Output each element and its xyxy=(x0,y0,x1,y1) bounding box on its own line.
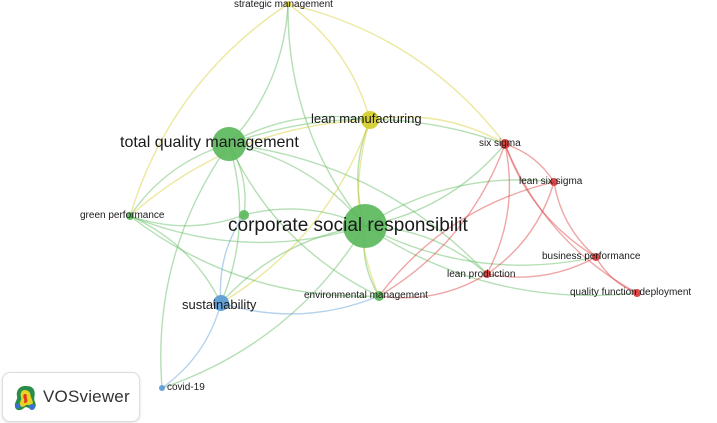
node-gp[interactable] xyxy=(126,212,134,220)
edge-sus-g2 xyxy=(219,214,245,304)
node-label-six-sigma[interactable]: six sigma xyxy=(479,138,521,149)
node-label-quality-function-deployment[interactable]: quality function deployment xyxy=(570,287,692,298)
node-label-sustainability[interactable]: sustainability xyxy=(182,297,257,312)
edge-lm-sm xyxy=(287,3,371,121)
edge-tqm-lm xyxy=(228,115,371,145)
edge-lss-bp xyxy=(553,181,597,258)
edge-csr-qfd xyxy=(364,225,638,297)
edge-ss-bp xyxy=(504,143,597,258)
node-sm[interactable] xyxy=(285,1,291,7)
edge-sm-gp xyxy=(129,3,289,217)
node-label-total-quality-management[interactable]: total quality management xyxy=(120,134,299,151)
edge-tqm-lp xyxy=(228,143,488,275)
edge-tqm-sm xyxy=(228,3,289,145)
edge-ss-lss xyxy=(504,143,555,183)
edge-csr-lss xyxy=(364,179,555,227)
edge-lm-ss xyxy=(369,116,506,145)
node-label-lean-six-sigma[interactable]: lean six sigma xyxy=(519,176,583,187)
edge-ss-lp xyxy=(486,143,511,275)
edge-tqm-sus xyxy=(220,143,241,304)
edge-lm-sus xyxy=(220,119,371,304)
edge-csr-gp xyxy=(129,215,366,244)
node-qfd[interactable] xyxy=(633,289,641,297)
node-label-corporate-social-responsibility[interactable]: corporate social responsibilit xyxy=(228,215,468,236)
edge-layer xyxy=(129,3,638,389)
edge-bp-qfd xyxy=(595,256,638,294)
node-label-business-performance[interactable]: business performance xyxy=(542,251,641,262)
edge-tqm-cov xyxy=(160,143,230,389)
edge-bp-lp xyxy=(486,256,597,278)
node-tqm[interactable] xyxy=(212,127,246,161)
edge-sus-em xyxy=(220,295,380,315)
edge-sm-ss xyxy=(287,3,506,145)
node-label-covid-19[interactable]: covid-19 xyxy=(167,382,205,393)
node-lss[interactable] xyxy=(550,178,558,186)
node-label-strategic-management[interactable]: strategic management xyxy=(234,0,333,10)
node-layer xyxy=(126,1,641,391)
node-label-environmental-management[interactable]: environmental management xyxy=(304,290,428,301)
node-label-lean-production[interactable]: lean production xyxy=(447,269,516,280)
vosviewer-logo-badge: VOSviewer xyxy=(2,372,140,422)
node-cov[interactable] xyxy=(159,385,165,391)
node-sus[interactable] xyxy=(213,295,229,311)
edge-csr-cov xyxy=(161,225,366,389)
node-ss[interactable] xyxy=(500,139,510,149)
node-g2[interactable] xyxy=(239,210,249,220)
vosviewer-logo-text: VOSviewer xyxy=(43,387,130,406)
edge-gp-g2 xyxy=(129,214,245,227)
node-em[interactable] xyxy=(374,291,384,301)
edge-ss-qfd xyxy=(504,143,638,294)
vosviewer-heatmap-icon xyxy=(14,386,36,411)
node-bp[interactable] xyxy=(592,253,600,261)
node-lp[interactable] xyxy=(483,270,491,278)
edge-csr-bp xyxy=(364,225,597,266)
edge-sus-cov xyxy=(161,302,222,389)
node-label-green-performance[interactable]: green performance xyxy=(80,210,165,221)
edge-gp-em xyxy=(129,215,380,297)
node-lm[interactable] xyxy=(361,111,379,129)
edge-tqm-em xyxy=(228,143,380,297)
edge-lss-em xyxy=(378,181,555,297)
edge-tqm-gp xyxy=(129,143,230,217)
node-csr[interactable] xyxy=(343,204,387,248)
node-label-lean-manufacturing[interactable]: lean manufacturing xyxy=(311,111,422,126)
edge-ss-em xyxy=(378,143,506,297)
edge-lss-lp xyxy=(486,181,555,275)
edge-gp-sus xyxy=(129,215,222,304)
edge-csr-sm xyxy=(287,3,366,227)
edge-lp-em xyxy=(378,273,488,299)
